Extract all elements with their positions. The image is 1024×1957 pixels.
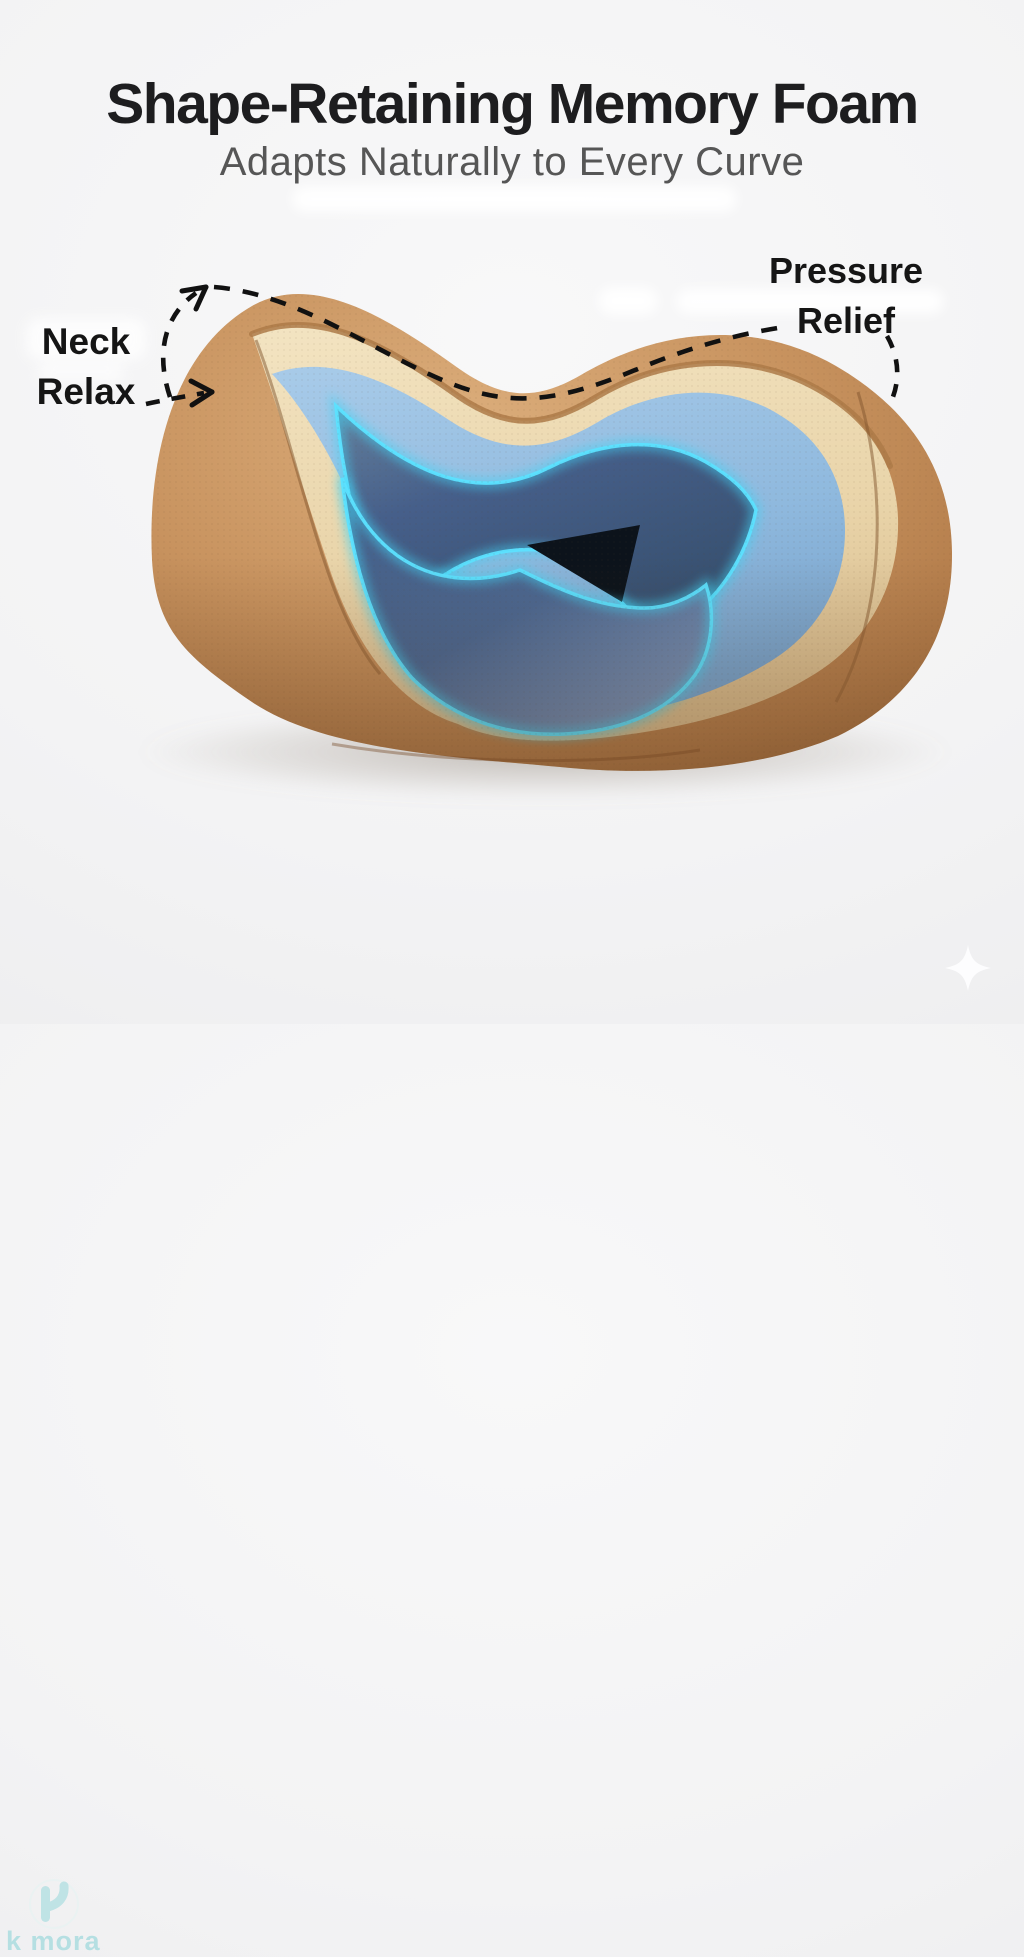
pillow-seam-left xyxy=(254,339,382,675)
pillow-seam-bottom xyxy=(331,742,701,763)
callout-neck-line1: Neck xyxy=(41,321,131,362)
ghost-text-band xyxy=(38,362,124,382)
ghost-text-band xyxy=(676,289,944,314)
page-subtitle: Adapts Naturally to Every Curve xyxy=(219,140,805,184)
ghost-text-band xyxy=(26,318,146,360)
contour-dashed-path xyxy=(213,284,785,401)
arrowhead-right-icon xyxy=(188,378,215,408)
pillow-seam-right xyxy=(834,391,879,703)
relief-dashed-path xyxy=(884,334,900,405)
callout-pressure-line2: Relief xyxy=(796,300,896,341)
neck-arrow-right-dashed xyxy=(145,390,205,407)
brand-logo: k mora xyxy=(0,938,180,1956)
pillow-illustration xyxy=(140,284,953,798)
callout-neck-line2: Relax xyxy=(36,371,136,412)
sparkle-icon xyxy=(945,945,991,991)
ghost-text-band xyxy=(598,287,658,315)
arrowhead-up-right-icon xyxy=(179,284,209,312)
page-title: Shape-Retaining Memory Foam xyxy=(106,72,919,136)
pillow xyxy=(151,294,953,771)
callout-pressure-line1: Pressure xyxy=(768,250,924,291)
neck-arrow-up-dashed xyxy=(160,291,198,398)
ghost-text-band xyxy=(292,186,737,212)
callout-pressure-relief: Pressure Relief xyxy=(768,246,924,346)
pillow-bottom-shading xyxy=(151,294,953,771)
callout-neck-relax: Neck Relax xyxy=(30,317,142,417)
brand-logo-text: k mora xyxy=(6,1926,101,1956)
annotation-arrows xyxy=(145,284,900,408)
